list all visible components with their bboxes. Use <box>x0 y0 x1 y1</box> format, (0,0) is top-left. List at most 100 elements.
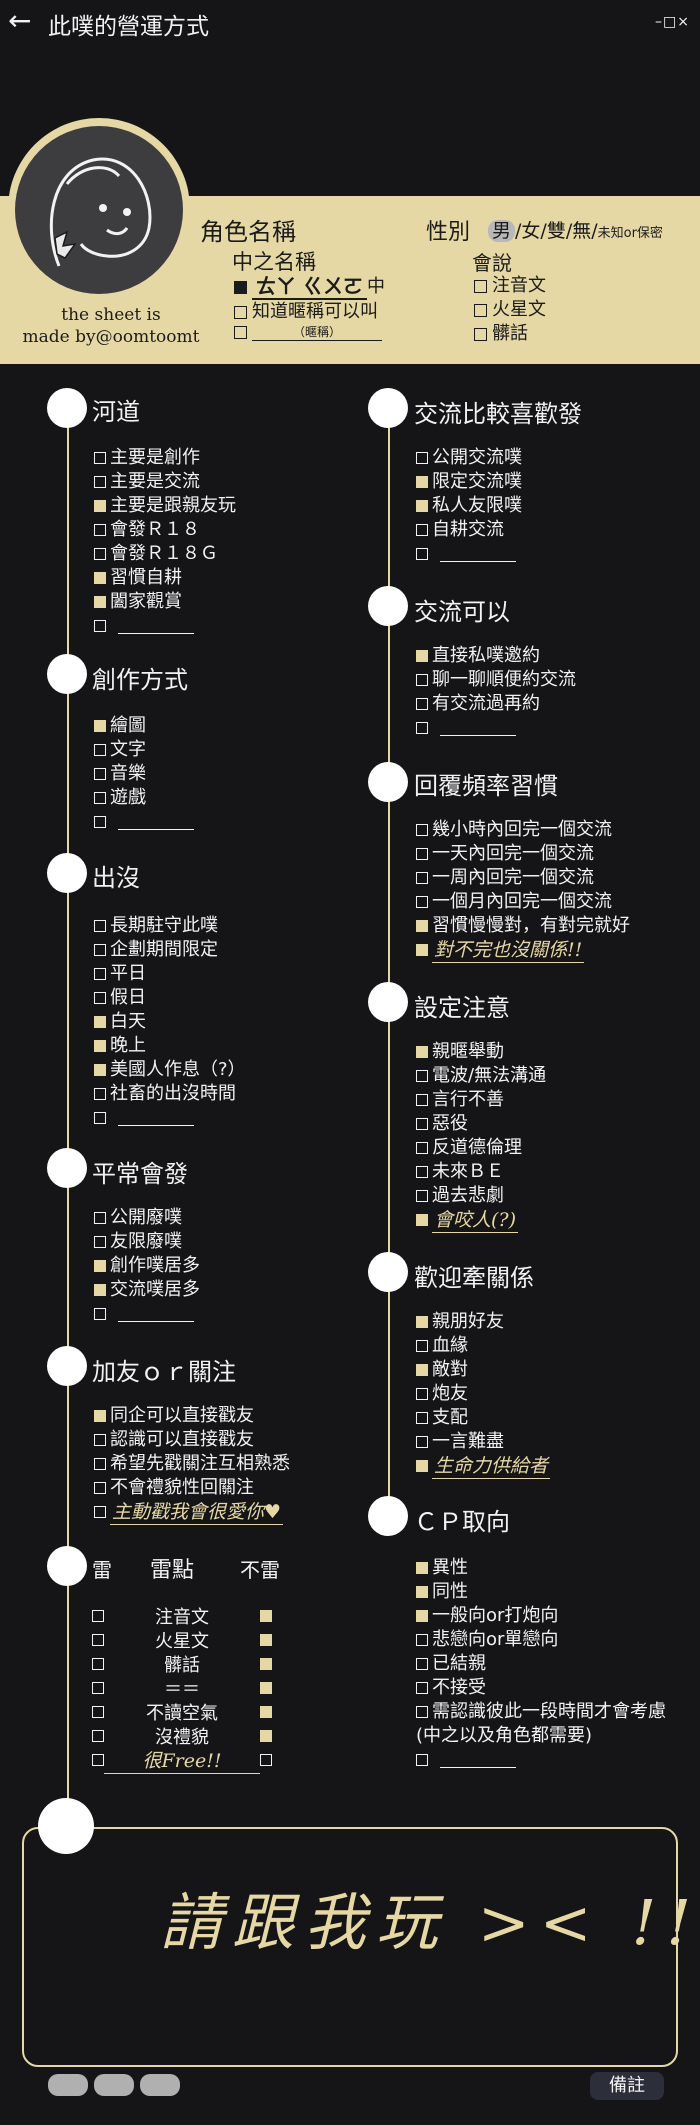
checkbox[interactable] <box>234 305 247 319</box>
thunder-checkbox[interactable] <box>92 1658 104 1670</box>
checkbox[interactable] <box>416 1046 428 1058</box>
list-item[interactable]: 習慣慢慢對，有對完就好 <box>416 914 630 938</box>
list-item[interactable]: 悲戀向or單戀向 <box>416 1628 666 1652</box>
list-item[interactable]: 生命力供給者 <box>416 1454 551 1479</box>
checkbox[interactable] <box>416 548 428 560</box>
checkbox[interactable] <box>94 476 106 488</box>
checkbox[interactable] <box>94 1410 106 1422</box>
list-item[interactable]: 認識可以直接戳友 <box>94 1428 290 1452</box>
list-item[interactable]: 一般向or打炮向 <box>416 1604 666 1628</box>
list-item[interactable]: 音樂 <box>94 762 194 786</box>
blank-field[interactable] <box>118 814 194 830</box>
checkbox[interactable] <box>94 1088 106 1100</box>
checkbox[interactable] <box>94 968 106 980</box>
checkbox[interactable] <box>416 1316 428 1328</box>
list-item[interactable]: 同企可以直接戳友 <box>94 1404 290 1428</box>
list-item[interactable]: 未來ＢＥ <box>416 1160 546 1184</box>
list-item[interactable]: 友限廢噗 <box>94 1230 200 1254</box>
list-item[interactable]: 限定交流噗 <box>416 470 522 494</box>
checkbox[interactable] <box>94 1040 106 1052</box>
checkbox[interactable] <box>416 1706 428 1718</box>
checkbox[interactable] <box>94 548 106 560</box>
list-item[interactable]: 同性 <box>416 1580 666 1604</box>
checkbox[interactable] <box>416 1562 428 1574</box>
list-item[interactable]: 創作噗居多 <box>94 1254 200 1278</box>
list-item[interactable]: 不會禮貌性回關注 <box>94 1476 290 1500</box>
checkbox[interactable] <box>416 896 428 908</box>
list-item[interactable] <box>94 810 194 834</box>
back-arrow-icon[interactable]: ← <box>8 4 32 37</box>
list-item[interactable]: 對不完也沒關係!! <box>416 938 630 963</box>
list-item[interactable]: 火星文 <box>474 298 546 322</box>
list-item[interactable]: 過去悲劇 <box>416 1184 546 1208</box>
thunder-row[interactable]: 不讀空氣 <box>92 1700 272 1724</box>
checkbox[interactable] <box>94 816 106 828</box>
list-item[interactable]: 長期駐守此噗 <box>94 914 246 938</box>
list-item[interactable]: 主要是交流 <box>94 470 236 494</box>
checkbox[interactable] <box>474 279 487 293</box>
checkbox[interactable] <box>416 1142 428 1154</box>
checkbox[interactable] <box>94 944 106 956</box>
list-item[interactable] <box>94 1106 246 1130</box>
checkbox[interactable] <box>94 768 106 780</box>
checkbox[interactable] <box>474 327 487 341</box>
checkbox[interactable] <box>94 572 106 584</box>
list-item[interactable]: 主要是創作 <box>94 446 236 470</box>
checkbox[interactable] <box>416 1070 428 1082</box>
checkbox[interactable] <box>416 1610 428 1622</box>
checkbox[interactable] <box>94 1212 106 1224</box>
checkbox[interactable] <box>234 280 247 294</box>
checkbox[interactable] <box>94 1112 106 1124</box>
checkbox[interactable] <box>94 992 106 1004</box>
list-item[interactable]: 一言難盡 <box>416 1430 550 1454</box>
checkbox[interactable] <box>416 1460 428 1472</box>
gender-options[interactable]: 男/女/雙/無/未知or保密 <box>488 216 663 243</box>
blank-field[interactable] <box>118 618 194 634</box>
list-item[interactable]: 公開廢噗 <box>94 1206 200 1230</box>
checkbox[interactable] <box>416 944 428 956</box>
list-item[interactable]: 社畜的出沒時間 <box>94 1082 246 1106</box>
checkbox[interactable] <box>416 1412 428 1424</box>
list-item[interactable]: 文字 <box>94 738 194 762</box>
checkbox[interactable] <box>94 596 106 608</box>
checkbox[interactable] <box>94 1260 106 1272</box>
list-item[interactable]: 白天 <box>94 1010 246 1034</box>
thunder-checkbox[interactable] <box>92 1682 104 1694</box>
list-item[interactable]: 直接私噗邀約 <box>416 644 576 668</box>
checkbox[interactable] <box>416 1190 428 1202</box>
checkbox[interactable] <box>94 620 106 632</box>
checkbox[interactable] <box>234 326 247 339</box>
list-item[interactable]: ㄊㄚ ㄍㄨㄛ 中 <box>234 274 385 300</box>
list-item[interactable]: 會發Ｒ１８ <box>94 518 236 542</box>
list-item[interactable] <box>94 1302 200 1326</box>
checkbox[interactable] <box>416 920 428 932</box>
blank-field[interactable] <box>118 1110 194 1126</box>
list-item[interactable]: 私人友限噗 <box>416 494 522 518</box>
remark-box[interactable] <box>22 1827 678 2067</box>
checkbox[interactable] <box>94 1434 106 1446</box>
not-thunder-checkbox[interactable] <box>260 1730 272 1742</box>
list-item[interactable]: 一個月內回完一個交流 <box>416 890 630 914</box>
checkbox[interactable] <box>416 1118 428 1130</box>
window-controls-icon[interactable]: –□× <box>655 14 690 30</box>
checkbox[interactable] <box>416 674 428 686</box>
list-item[interactable]: （暱稱） <box>234 324 385 341</box>
list-item[interactable]: 炮友 <box>416 1382 550 1406</box>
thunder-checkbox[interactable] <box>92 1610 104 1622</box>
list-item[interactable]: 支配 <box>416 1406 550 1430</box>
thunder-checkbox[interactable] <box>92 1634 104 1646</box>
checkbox[interactable] <box>474 303 487 317</box>
checkbox[interactable] <box>416 1166 428 1178</box>
checkbox[interactable] <box>94 500 106 512</box>
blank-field[interactable] <box>118 1306 194 1322</box>
checkbox[interactable] <box>416 476 428 488</box>
checkbox[interactable] <box>416 1340 428 1352</box>
checkbox[interactable] <box>94 744 106 756</box>
toolbar-pill[interactable] <box>140 2074 180 2096</box>
list-item[interactable]: 遊戲 <box>94 786 194 810</box>
list-item[interactable]: 反道德倫理 <box>416 1136 546 1160</box>
checkbox[interactable] <box>416 698 428 710</box>
list-item[interactable]: 敵對 <box>416 1358 550 1382</box>
not-thunder-checkbox[interactable] <box>260 1754 272 1766</box>
thunder-row[interactable]: 注音文 <box>92 1604 272 1628</box>
